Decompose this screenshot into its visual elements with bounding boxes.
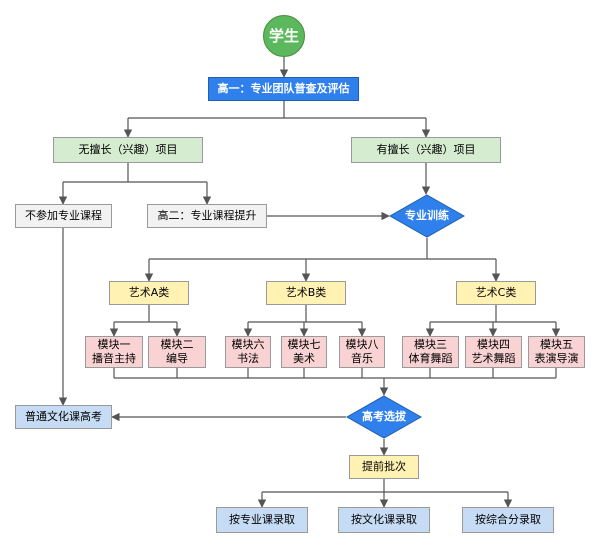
step-early-batch-label: 提前批次 <box>362 460 406 474</box>
admit-by-major-label: 按专业课录取 <box>229 513 295 527</box>
module-6-label: 模块六 书法 <box>231 338 265 365</box>
decision-training-shape <box>389 194 465 238</box>
branch-no-talent-label: 无擅长（兴趣）项目 <box>78 143 178 157</box>
link-b-split <box>248 305 362 323</box>
module-3: 模块三 体育舞蹈 <box>402 336 459 368</box>
category-art-a: 艺术A类 <box>109 281 189 305</box>
result-general-exam-label: 普通文化课高考 <box>25 410 102 424</box>
decision-exam-select-label: 高考选拔 <box>362 410 406 424</box>
step-course-improve: 高二：专业课程提升 <box>147 204 267 228</box>
decision-exam-select-shape <box>346 395 422 439</box>
admit-by-major: 按专业课录取 <box>216 507 308 533</box>
module-1-label: 模块一 播音主持 <box>92 338 136 365</box>
link-a-split <box>114 305 177 323</box>
start-node-label: 学生 <box>268 26 299 45</box>
admit-by-culture: 按文化课录取 <box>338 507 430 533</box>
step-early-batch: 提前批次 <box>349 455 419 479</box>
step-survey-label: 高一：专业团队普查及评估 <box>217 82 350 96</box>
link-c-split <box>430 305 556 323</box>
category-art-b-label: 艺术B类 <box>285 286 327 300</box>
module-4: 模块四 艺术舞蹈 <box>465 336 522 368</box>
category-art-b: 艺术B类 <box>266 281 346 305</box>
decision-exam-select: 高考选拔 <box>346 395 422 439</box>
module-5: 模块五 表演导演 <box>528 336 585 368</box>
branch-has-talent-label: 有擅长（兴趣）项目 <box>376 143 476 157</box>
module-1: 模块一 播音主持 <box>85 336 143 368</box>
step-no-course: 不参加专业课程 <box>15 204 112 228</box>
module-7-label: 模块七 美术 <box>287 338 321 365</box>
module-6: 模块六 书法 <box>225 336 271 368</box>
decision-training-label: 专业训练 <box>405 209 449 223</box>
step-course-improve-label: 高二：专业课程提升 <box>157 209 257 223</box>
module-2: 模块二 编导 <box>148 336 206 368</box>
step-no-course-label: 不参加专业课程 <box>25 209 102 223</box>
link-survey-split <box>128 101 426 119</box>
admit-by-culture-label: 按文化课录取 <box>351 513 417 527</box>
module-7: 模块七 美术 <box>281 336 327 368</box>
category-art-a-label: 艺术A类 <box>128 286 170 300</box>
admit-by-total-label: 按综合分录取 <box>475 513 541 527</box>
start-node-student: 学生 <box>263 15 305 57</box>
step-survey: 高一：专业团队普查及评估 <box>208 77 359 101</box>
link-training-split <box>149 238 496 260</box>
branch-no-talent: 无擅长（兴趣）项目 <box>53 137 203 163</box>
module-8-label: 模块八 音乐 <box>345 338 379 365</box>
module-8: 模块八 音乐 <box>339 336 385 368</box>
module-3-label: 模块三 体育舞蹈 <box>408 338 453 365</box>
category-art-c-label: 艺术C类 <box>475 286 517 300</box>
module-4-label: 模块四 艺术舞蹈 <box>471 338 516 365</box>
module-5-label: 模块五 表演导演 <box>534 338 579 365</box>
module-2-label: 模块二 编导 <box>160 338 194 365</box>
link-early-split <box>262 479 508 493</box>
admit-by-total: 按综合分录取 <box>462 507 554 533</box>
branch-has-talent: 有擅长（兴趣）项目 <box>351 137 501 163</box>
result-general-exam: 普通文化课高考 <box>15 405 112 429</box>
link-no-split <box>63 163 207 183</box>
category-art-c: 艺术C类 <box>456 281 536 305</box>
decision-training: 专业训练 <box>389 194 465 238</box>
